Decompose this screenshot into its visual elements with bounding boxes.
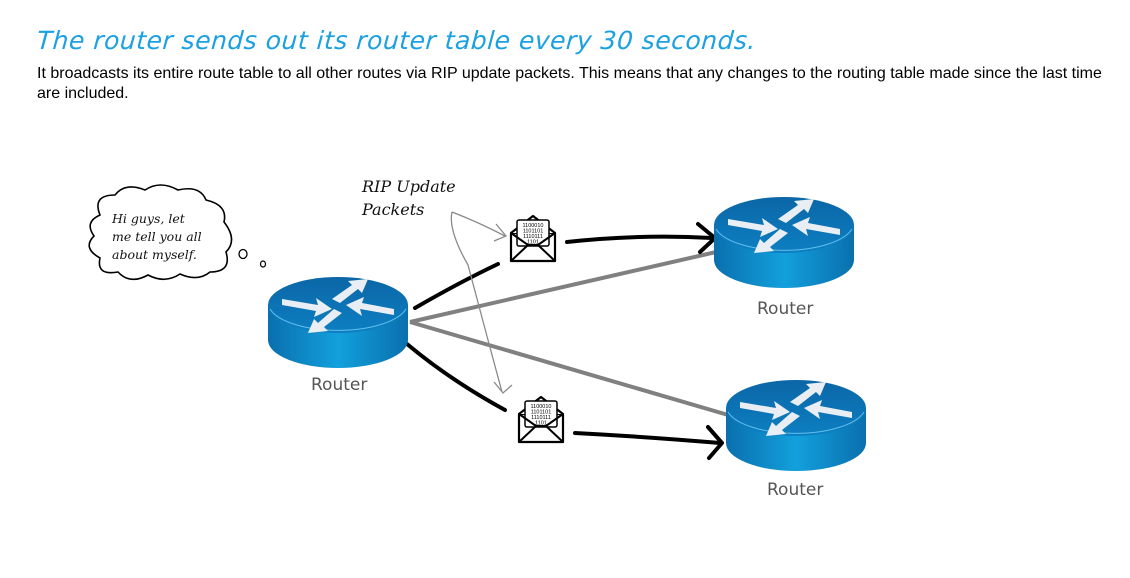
bubble-line-3: about myself. [112, 247, 197, 262]
packet-envelope-top-icon: 1100010 1101101 1110111 1101 [509, 214, 557, 263]
bubble-line-2: me tell you all [112, 229, 202, 244]
packet-arrow-bottom [573, 431, 722, 445]
router-top-right-label: Router [757, 299, 814, 319]
callout-line-2: Packets [362, 200, 425, 219]
thought-bubble-text: Hi guys, let me tell you all about mysel… [112, 210, 222, 264]
router-top-right[interactable] [713, 196, 855, 289]
packet-path-bottom-1 [405, 342, 507, 412]
rip-update-callout: RIP Update Packets [362, 175, 456, 221]
packet-top-bits-2: 1101101 [523, 229, 544, 235]
packet-bottom-bits-4: 1101 [535, 421, 547, 427]
link-to-top-router [409, 248, 726, 324]
router-bottom-right[interactable] [725, 379, 867, 472]
packet-envelope-bottom-icon: 1100010 1101101 1110111 1101 [517, 395, 565, 444]
packet-path-top-1 [413, 262, 500, 310]
router-source-label: Router [311, 375, 368, 395]
packet-arrow-top [565, 234, 714, 244]
router-bottom-right-label: Router [767, 480, 824, 500]
packet-bottom-bits-2: 1101101 [531, 410, 552, 416]
packet-bottom-bits-1: 1100010 [530, 404, 551, 410]
packet-bottom-bits-3: 1110111 [531, 415, 551, 421]
packet-top-bits-4: 1101 [527, 240, 539, 246]
thought-dot-large [238, 248, 248, 260]
packet-top-bits-1: 1100010 [522, 223, 543, 229]
packet-top-bits-3: 1110111 [523, 234, 543, 240]
bubble-line-1: Hi guys, let [112, 211, 185, 226]
thought-bubble-icon [88, 184, 233, 281]
router-source[interactable] [267, 276, 409, 369]
callout-pointer [450, 211, 513, 394]
link-to-bottom-router [409, 320, 736, 419]
thought-dot-small [259, 260, 267, 268]
callout-line-1: RIP Update [362, 177, 456, 196]
arrowhead-bottom-icon [706, 425, 724, 460]
description-text: It broadcasts its entire route table to … [37, 65, 1102, 102]
